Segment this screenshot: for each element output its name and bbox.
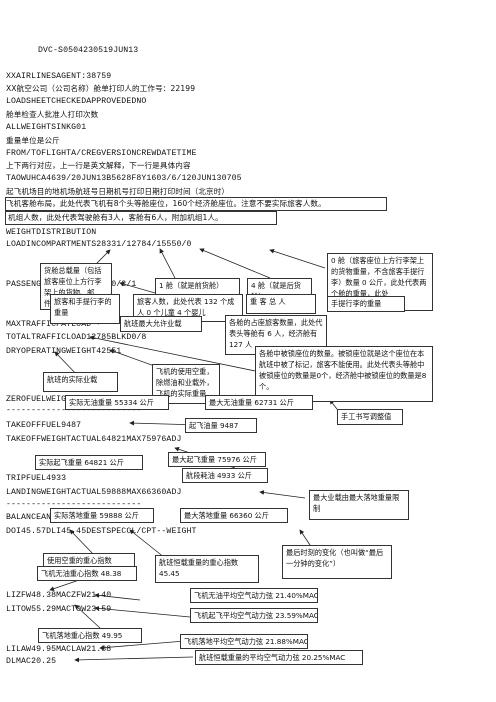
callout-manual-adj: 手工书写调整值	[337, 409, 403, 425]
doc-line-12: 飞机客舱布局，此处代表飞机有8个头等舱座位，160个经济舱座位。注意不要实际旅客…	[6, 199, 326, 208]
doc-line-15: LOADINCOMPARTMENTS28331/12784/15550/0	[6, 240, 192, 249]
doc-line-8: FROM/TOFLIGHTA/CREGVERSIONCREWDATETIME	[6, 149, 197, 158]
doc-line-14: WEIGHTDISTRIBUTION	[6, 228, 97, 237]
callout-law-actual: 实际落地重量 59888 公斤	[50, 508, 154, 523]
doc-line-18: TOTALTRAFFICLOAD12785BLKD0/8	[6, 333, 147, 342]
doc-line-1: DVC-S0504230519JUN13	[38, 46, 139, 55]
doc-line-33: DLMAC20.25	[6, 657, 57, 666]
callout-mac-law: 飞机落地平均空气动力弦 21.88%MAC	[180, 634, 308, 649]
callout-mac-zfw: 飞机无油平均空气动力弦 21.40%MAC	[190, 588, 318, 603]
callout-zfw-index: 飞机无油重心指数 48.38	[37, 566, 137, 581]
doc-line-27: ---------------------------	[6, 500, 142, 509]
doc-line-13: 机组人数，此处代表驾驶舱有3人，客舱有6人，附加机组1人。	[8, 213, 223, 222]
doc-line-21: ---------------------------	[6, 406, 142, 415]
callout-zfw-actual: 实际无油重量 55334 公斤	[65, 395, 169, 410]
doc-line-29: DOI45.57DLI45.45DESTSPECCL/CPT--WEIGHT	[6, 527, 197, 536]
doc-line-17: MAXTRAFFICPAYLOAD	[6, 320, 92, 329]
doc-line-19: DRYOPERATINGWEIGHT42551	[6, 347, 122, 356]
callout-max-payload: 航班最大允许业载	[120, 316, 202, 332]
callout-hand-bag: 手提行李的重量	[327, 296, 405, 312]
doc-line-5: 舱单检查人批准人打印次数	[6, 110, 99, 119]
doc-line-23: TAKEOFFWEIGHTACTUAL64821MAX75976ADJ	[6, 435, 182, 444]
callout-trip-fuel: 航段耗油 4933 公斤	[182, 468, 268, 483]
doc-line-32: LILAW49.95MACLAW21.88	[6, 645, 112, 654]
cabin-layout-box	[5, 197, 387, 211]
doc-line-30: LIZFW48.38MACZFW21.40	[6, 591, 112, 600]
callout-pax-bag: 旅客和手提行李的重量	[50, 294, 120, 324]
callout-blocked-seats: 各舱中被锁座位的数量。被锁座位就是这个座位在本航班中被了标记，旅客不能使用。此处…	[255, 346, 433, 402]
callout-tow-actual: 实际起飞重量 64821 公斤	[35, 455, 143, 470]
doc-line-4: LOADSHEETCHECKEDAPPROVEDEDNO	[6, 97, 147, 106]
callout-cabin-4: 4 舱（就是后货舱）	[247, 278, 312, 296]
doc-line-25: TRIPFUEL4933	[6, 474, 67, 483]
doc-line-3: XX航空公司（公司名称）舱单打印人的工作号：22199	[6, 84, 196, 93]
callout-law-index: 飞机落地重心指数 49.95	[38, 628, 142, 643]
callout-law-limit: 最大业载由最大落地重量限制	[309, 490, 409, 520]
doc-line-26: LANDINGWEIGHTACTUAL59888MAX66360ADJ	[6, 488, 182, 497]
callout-dli: 航班恒载重量的重心指数 45.45	[155, 555, 259, 583]
crew-box	[5, 211, 277, 225]
doc-line-2: XXAIRLINESAGENT:38759	[6, 72, 112, 81]
callout-takeoff-fuel: 起飞油量 9487	[185, 418, 257, 433]
doc-line-22: TAKEOFFFUEL9487	[6, 421, 82, 430]
doc-line-7: 重量单位是公斤	[6, 136, 60, 145]
callout-bags-total: 重 客 总 人	[246, 294, 316, 314]
doc-line-31: LITOW55.29MACTOW23.59	[6, 605, 112, 614]
callout-law-max: 最大落地重量 66360 公斤	[180, 508, 288, 523]
callout-lmc: 最后时刻的变化（也叫做“最后一分钟的变化”）	[282, 545, 392, 579]
callout-tow-max: 最大起飞重量 75976 公斤	[168, 452, 266, 467]
callout-actual-payload: 航班的实际业载	[43, 372, 118, 392]
doc-line-11: 起飞机场目的地机场航班号日期机号打印日期打印时间（北京时）	[6, 187, 230, 196]
doc-line-10: TAOWUHCA4639/20JUN13B5628F8Y1603/6/120JU…	[6, 174, 242, 183]
doc-line-9: 上下两行对应，上一行是英文解释，下一行是具体内容	[6, 161, 191, 170]
callout-mac-tow: 飞机起飞平均空气动力弦 23.59%MAC	[190, 608, 318, 623]
doc-line-6: ALLWEIGHTSINKG01	[6, 123, 87, 132]
callout-zfw-max: 最大无油重量 62731 公斤	[205, 395, 313, 410]
callout-dl-mac: 航班恒载重量的平均空气动力弦 20.25%MAC	[195, 650, 363, 665]
